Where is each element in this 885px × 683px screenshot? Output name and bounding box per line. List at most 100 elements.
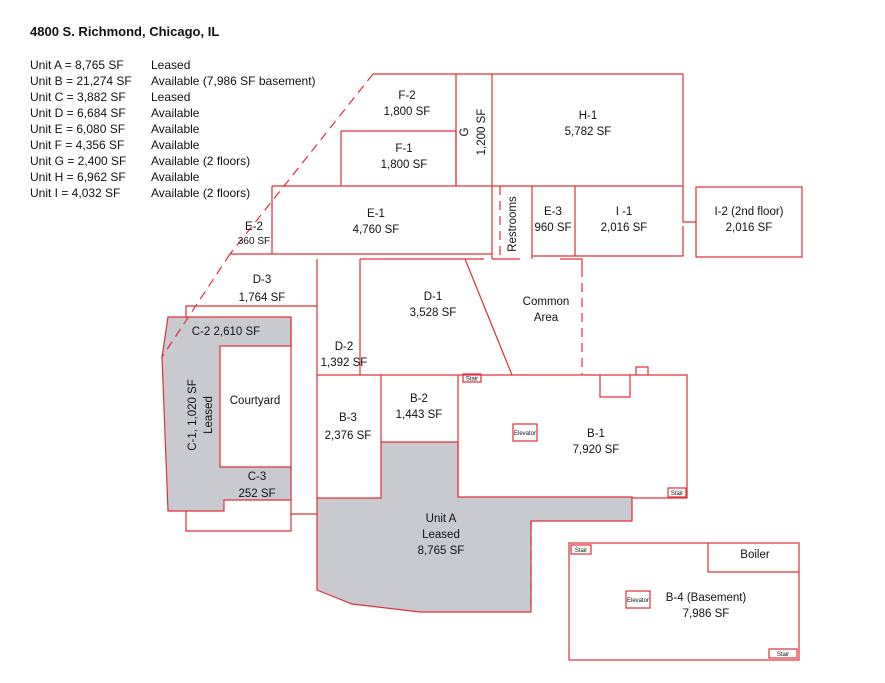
elevator-tag-b4: Elevator: [625, 590, 651, 609]
stair-tag-label: Stair: [575, 548, 587, 554]
unit-i2-box: [695, 186, 803, 258]
room-d3-area: 1,764 SF: [239, 292, 286, 304]
room-e2-area: 360 SF: [238, 236, 270, 247]
room-i2-name: I-2 (2nd floor): [714, 206, 783, 218]
room-i1-name: I -1: [616, 206, 633, 218]
room-h1-area: 5,782 SF: [565, 126, 612, 138]
legend-unit: Unit F = 4,356 SF: [30, 138, 125, 152]
room-b2-area: 1,443 SF: [396, 409, 443, 421]
room-g-area: 1,200 SF: [476, 109, 488, 156]
room-b1-name: B-1: [587, 428, 605, 440]
legend-status: Available: [151, 106, 200, 120]
room-d2-area: 1,392 SF: [321, 357, 368, 369]
room-b2-name: B-2: [410, 393, 428, 405]
north-wall: [373, 73, 684, 186]
diagonal-facade-upper: [229, 73, 374, 255]
room-e1-name: E-1: [367, 208, 385, 220]
legend-row-a: Unit A = 8,765 SF Leased: [30, 57, 316, 73]
unit-a-label-line3: 8,765 SF: [418, 545, 465, 557]
elevator-tag-label: Elevator: [514, 431, 536, 437]
legend-unit: Unit H = 6,962 SF: [30, 170, 126, 184]
stair-elevator-tags: Stair Stair Stair Stair Elevator Elevato…: [462, 373, 798, 659]
room-g-name: G: [459, 127, 471, 136]
room-i1-area: 2,016 SF: [601, 222, 648, 234]
c3-extension-walls: [185, 511, 317, 532]
room-c1-label-line1: C-1, 1,020 SF: [187, 379, 199, 451]
room-labels: F-2 1,800 SF F-1 1,800 SF G 1,200 SF H-1…: [187, 90, 784, 620]
boiler-walls: [707, 543, 799, 573]
room-f2-name: F-2: [398, 90, 415, 102]
legend-status: Available (2 floors): [151, 186, 251, 200]
room-d1-area: 3,528 SF: [410, 307, 457, 319]
stair-tag-label: Stair: [777, 652, 789, 658]
room-e3-name: E-3: [544, 206, 562, 218]
room-e1-area: 4,760 SF: [353, 224, 400, 236]
legend-status: Available: [151, 122, 200, 136]
room-c1-label-line2: Leased: [203, 396, 215, 434]
building-walls: [185, 73, 803, 661]
legend-unit: Unit A = 8,765 SF: [30, 58, 124, 72]
legend-status: Available: [151, 170, 200, 184]
room-c2-label: C-2 2,610 SF: [192, 326, 260, 338]
room-d2-name: D-2: [335, 341, 354, 353]
room-d3-name: D-3: [253, 274, 272, 286]
restroom-walls: [492, 258, 583, 268]
unit-a-leased-area: [316, 441, 633, 613]
legend-unit: Unit C = 3,882 SF: [30, 90, 126, 104]
room-i2-area: 2,016 SF: [726, 222, 773, 234]
stair-tag-north: Stair: [462, 373, 482, 383]
legend-unit: Unit I = 4,032 SF: [30, 186, 121, 200]
room-f1-name: F-1: [395, 143, 412, 155]
legend-status: Leased: [151, 90, 191, 104]
stair-tag-label: Stair: [466, 377, 478, 383]
room-b3-area: 2,376 SF: [325, 430, 372, 442]
legend-row-e: Unit E = 6,080 SF Available: [30, 121, 316, 137]
restrooms-label: Restrooms: [507, 196, 519, 252]
unit-c-leased-area: [161, 316, 292, 512]
legend-row-d: Unit D = 6,684 SF Available: [30, 105, 316, 121]
dashed-boundaries: [161, 73, 583, 612]
common-area-label-line2: Area: [534, 312, 559, 324]
room-h1-name: H-1: [579, 110, 598, 122]
room-b4-name: B-4 (Basement): [666, 592, 747, 604]
b-row-walls: [316, 366, 688, 499]
legend-row-c: Unit C = 3,882 SF Leased: [30, 89, 316, 105]
unit-b4-basement-box: [568, 542, 800, 661]
room-f2-area: 1,800 SF: [384, 106, 431, 118]
legend-status: Leased: [151, 58, 191, 72]
unit-legend: Unit A = 8,765 SF Leased Unit B = 21,274 …: [30, 57, 316, 201]
legend-status: Available (7,986 SF basement): [151, 74, 316, 88]
room-c3-name: C-3: [248, 471, 267, 483]
courtyard-label: Courtyard: [230, 395, 281, 407]
elevator-tag-b1: Elevator: [512, 423, 538, 442]
common-area-label-line1: Common: [523, 296, 570, 308]
d-row-walls: [185, 258, 513, 376]
boiler-label: Boiler: [740, 549, 770, 561]
room-b3-name: B-3: [339, 412, 357, 424]
legend-row-f: Unit F = 4,356 SF Available: [30, 137, 316, 153]
stair-tag-east: Stair: [667, 487, 687, 498]
legend-row-i: Unit I = 4,032 SF Available (2 floors): [30, 185, 316, 201]
diagonal-facade-lower: [161, 253, 231, 358]
page-title: 4800 S. Richmond, Chicago, IL: [30, 24, 220, 39]
room-e3-area: 960 SF: [534, 222, 571, 234]
unit-a-label-line2: Leased: [422, 529, 460, 541]
legend-row-h: Unit H = 6,962 SF Available: [30, 169, 316, 185]
e-row-top-wall: [272, 185, 696, 223]
unit-a-label-line1: Unit A: [426, 513, 457, 525]
legend-status: Available: [151, 138, 200, 152]
e-row-walls: [230, 186, 684, 259]
room-e2-name: E-2: [245, 221, 263, 233]
stair-tag-basement-west: Stair: [570, 544, 592, 555]
room-c3-area: 252 SF: [238, 488, 275, 500]
legend-unit: Unit D = 6,684 SF: [30, 106, 126, 120]
legend-unit: Unit E = 6,080 SF: [30, 122, 126, 136]
g-unit-walls: [455, 74, 493, 186]
room-f1-area: 1,800 SF: [381, 159, 428, 171]
legend-unit: Unit G = 2,400 SF: [30, 154, 127, 168]
room-b4-area: 7,986 SF: [683, 608, 730, 620]
stair-tag-label: Stair: [671, 491, 683, 497]
